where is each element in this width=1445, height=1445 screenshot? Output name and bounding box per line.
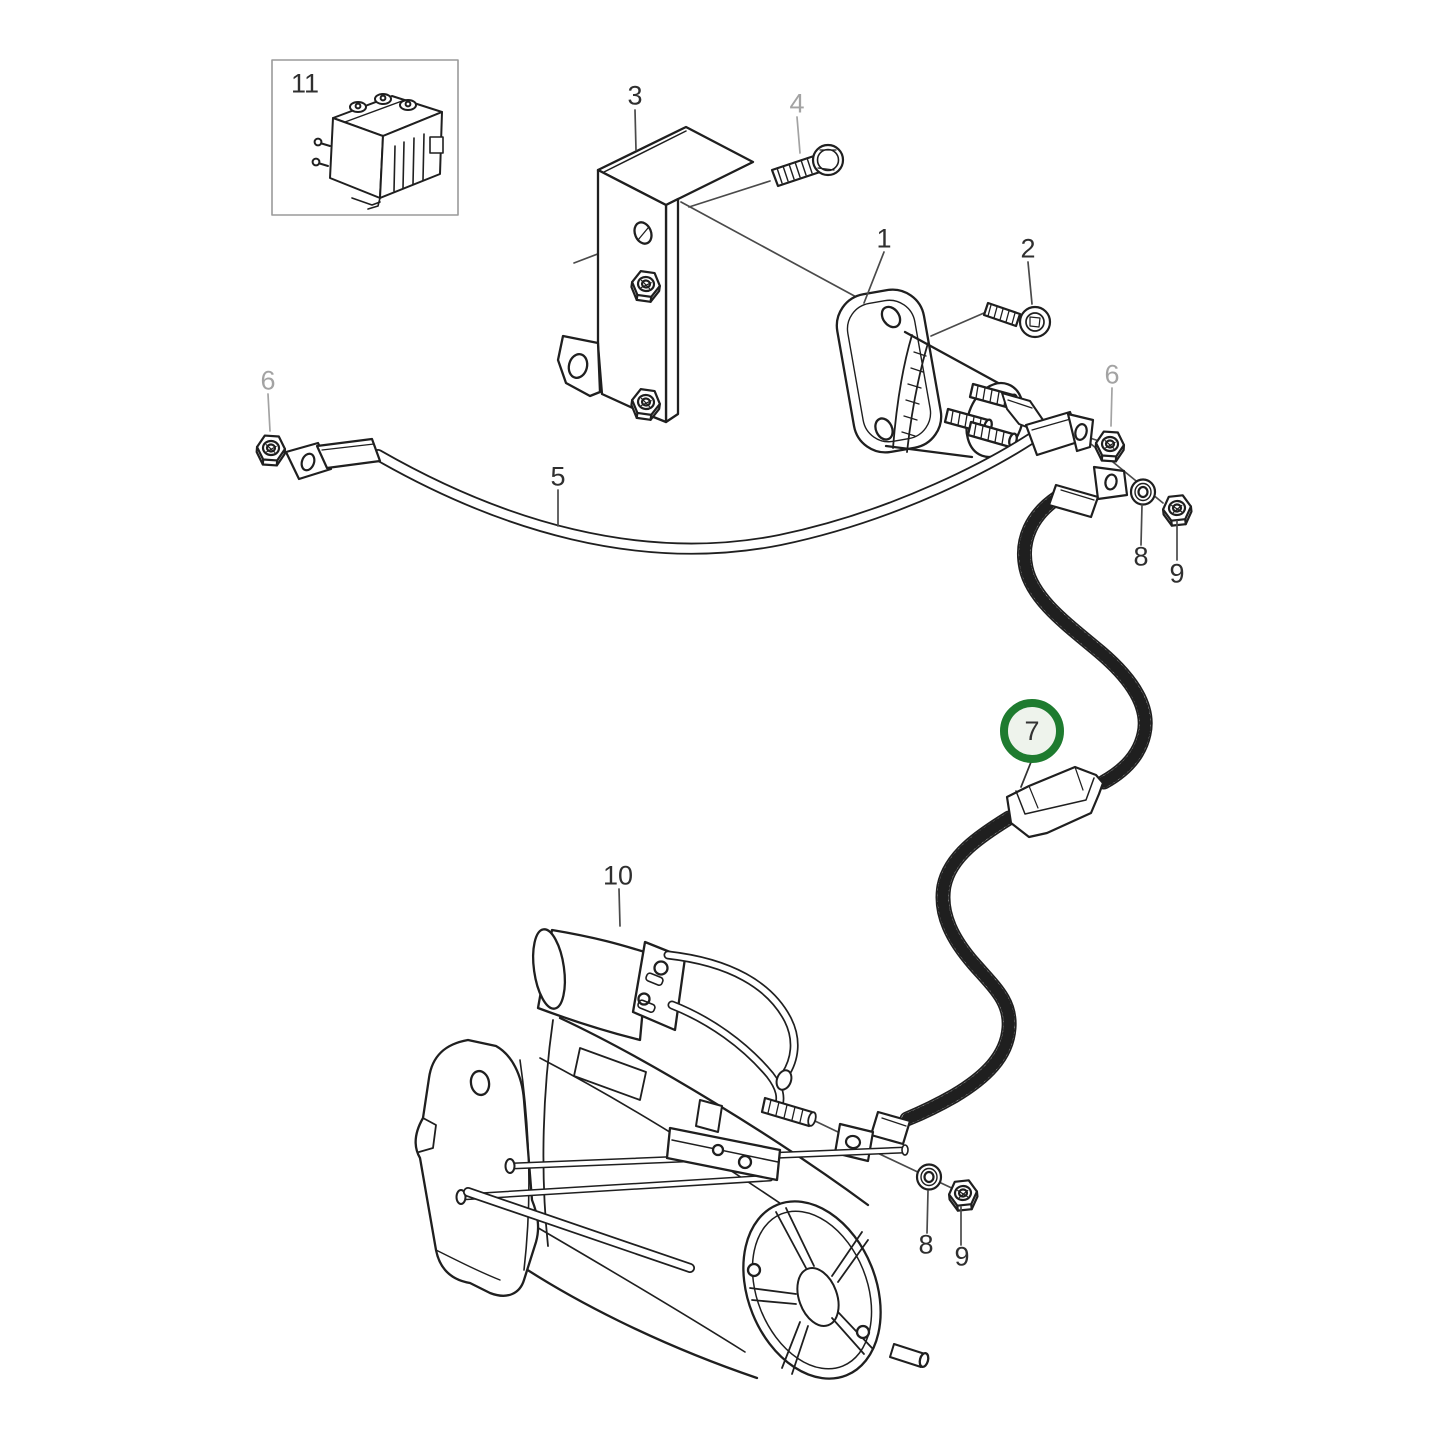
callout-6-left: 6 <box>260 365 276 396</box>
callout-7[interactable]: 7 <box>1000 699 1064 763</box>
callout-3: 3 <box>627 80 643 111</box>
motor-terminal-stud <box>665 1096 817 1182</box>
relay-box <box>271 59 459 216</box>
callout-2: 2 <box>1020 233 1036 264</box>
callout-9-top: 9 <box>1169 558 1185 589</box>
solenoid <box>835 288 1044 459</box>
callout-4: 4 <box>789 88 805 119</box>
braid-upper <box>1017 490 1153 790</box>
bolt-2 <box>982 301 1052 339</box>
leader-lines <box>267 109 1178 1246</box>
bolt-4 <box>770 143 845 188</box>
motor-harness <box>663 950 799 1113</box>
callout-6-right: 6 <box>1104 359 1120 390</box>
callout-5: 5 <box>550 461 566 492</box>
motor-flange <box>414 1038 540 1297</box>
callout-9-bottom: 9 <box>954 1241 970 1272</box>
callout-11: 11 <box>290 68 320 99</box>
callout-10: 10 <box>602 860 634 891</box>
starter-motor <box>414 928 930 1380</box>
cable-7 <box>833 465 1153 1163</box>
splice-7 <box>1005 765 1105 839</box>
solenoid-terminals <box>943 382 1044 449</box>
cable-5 <box>284 410 1095 555</box>
motor-end-cap <box>742 1200 930 1380</box>
callout-8-bottom: 8 <box>918 1229 934 1260</box>
bracket <box>556 125 755 424</box>
callout-8-top: 8 <box>1133 541 1149 572</box>
callout-1: 1 <box>876 223 892 254</box>
braid-lower <box>899 810 1017 1127</box>
